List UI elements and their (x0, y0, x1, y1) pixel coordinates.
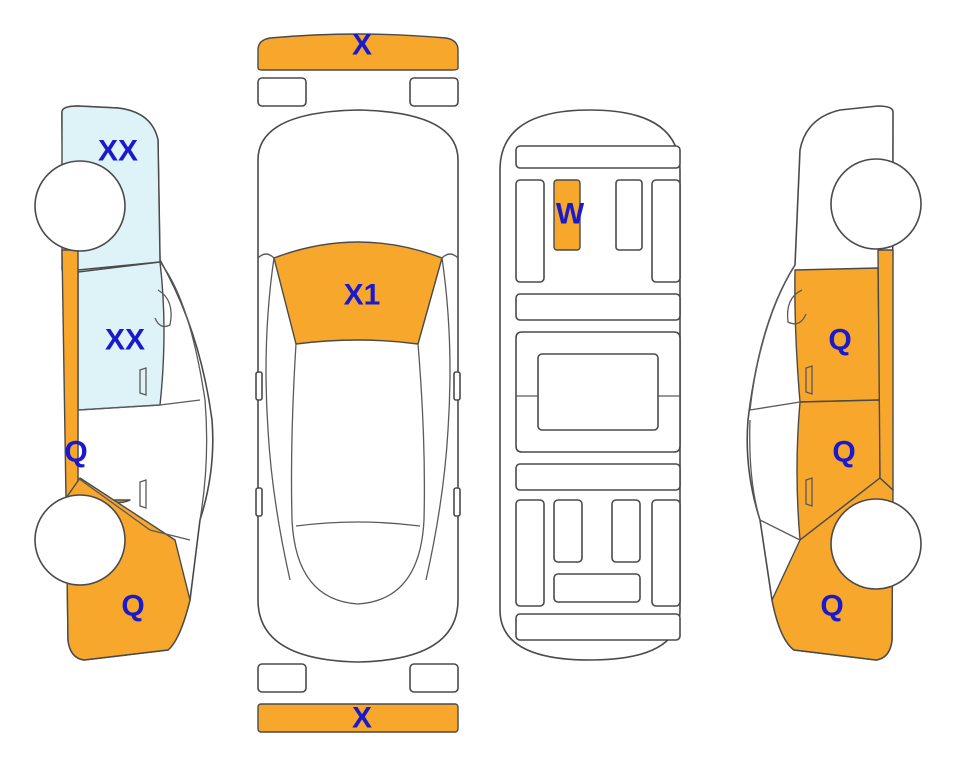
rear-left-light (257, 663, 307, 693)
rear-bumper (257, 703, 459, 733)
label-left-lower-glass: XX (105, 324, 145, 357)
front-bumper (257, 33, 459, 71)
underbody-part (553, 179, 581, 251)
rear-right-light (409, 663, 459, 693)
front-right-light (409, 77, 459, 107)
left-front-wheel (34, 160, 126, 252)
label-right-rear-door: Q (832, 436, 855, 469)
underbody-view: W (499, 109, 681, 661)
car-body-top (257, 109, 459, 663)
label-underbody-part: W (556, 198, 585, 231)
right-side-view: Q Q Q (746, 105, 922, 661)
left-side-view: XX XX Q Q (34, 105, 214, 661)
label-right-rear-quarter: Q (820, 590, 843, 623)
left-rear-wheel (34, 494, 126, 586)
top-view: X X1 X (255, 29, 461, 735)
label-left-upper-glass: XX (98, 135, 138, 168)
label-windshield: X1 (344, 279, 381, 312)
right-front-wheel (830, 158, 922, 250)
label-left-rear-quarter: Q (121, 590, 144, 623)
right-rear-wheel (830, 498, 922, 590)
label-left-rocker: Q (64, 436, 87, 469)
label-rear-bumper: X (352, 702, 372, 735)
label-front-bumper: X (352, 29, 372, 62)
label-right-front-door: Q (828, 324, 851, 357)
front-left-light (257, 77, 307, 107)
